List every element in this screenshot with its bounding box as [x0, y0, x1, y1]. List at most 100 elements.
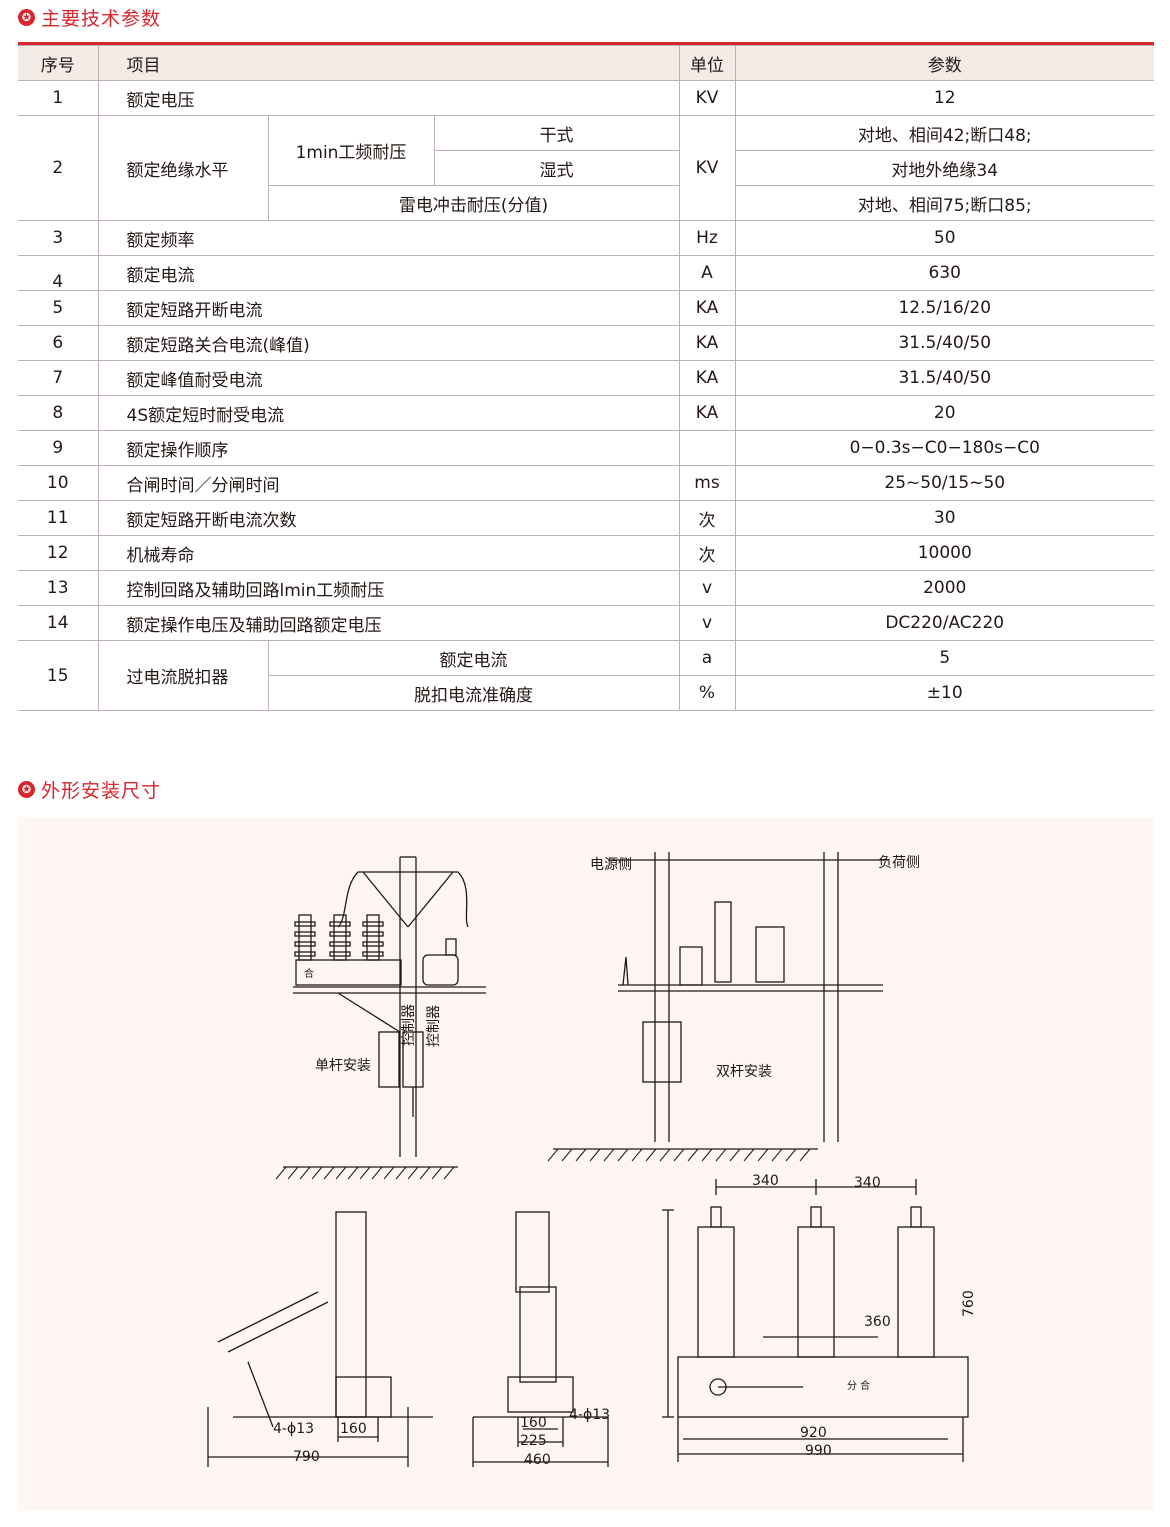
installation-drawing: 单杆安装 控制器 控制器 合 双杆安装 电源侧 负荷侧 790 160 4-ϕ1… — [18, 817, 1154, 1511]
single-pole-label: 单杆安装 — [315, 1058, 371, 1074]
row-item: 额定短路开断电流 — [97, 290, 680, 326]
row-unit: KV — [678, 115, 736, 221]
row-value: 31.5/40/50 — [734, 325, 1154, 361]
dim-225: 225 — [520, 1433, 547, 1449]
row-no: 11 — [18, 500, 99, 536]
row-item: 额定电流 — [97, 255, 680, 291]
table-row: 8 4S额定短时耐受电流 KA 20 — [18, 395, 1154, 431]
dim-160-b: 160 — [520, 1415, 547, 1431]
switch-mark: 分 合 — [847, 1379, 870, 1392]
side-view-a — [207, 1211, 433, 1467]
row-unit: 次 — [678, 500, 736, 536]
row-value: 50 — [734, 220, 1154, 256]
row-value: 0−0.3s−C0−180s−C0 — [734, 430, 1154, 466]
params-section-title: 主要技术参数 — [41, 8, 162, 30]
load-side-label: 负荷侧 — [878, 855, 920, 871]
section-divider — [18, 42, 1154, 45]
row-no: 8 — [18, 395, 99, 431]
header-value: 参数 — [734, 45, 1154, 81]
row-unit: ms — [678, 465, 736, 501]
row-unit — [678, 430, 736, 466]
table-row: 7 额定峰值耐受电流 KA 31.5/40/50 — [18, 360, 1154, 396]
row-no: 13 — [18, 570, 99, 606]
table-row: 12 机械寿命 次 10000 — [18, 535, 1154, 571]
dim-760: 760 — [961, 1290, 977, 1317]
row-item: 过电流脱扣器 — [97, 640, 269, 711]
row-item: 额定短路开断电流次数 — [97, 500, 680, 536]
row-no: 4 — [18, 255, 99, 291]
row-unit: KV — [678, 80, 736, 116]
star-icon: ✪ — [18, 781, 35, 798]
row-value: 对地、相间42;断口48; — [734, 115, 1154, 151]
row-no: 10 — [18, 465, 99, 501]
table-row: 3 额定频率 Hz 50 — [18, 220, 1154, 256]
row-value: 630 — [734, 255, 1154, 291]
row-item: 4S额定短时耐受电流 — [97, 395, 680, 431]
star-icon: ✪ — [18, 9, 35, 26]
table-row: 10 合闸时间／分闸时间 ms 25~50/15~50 — [18, 465, 1154, 501]
row-no: 1 — [18, 80, 99, 116]
dim-920: 920 — [800, 1425, 827, 1441]
row-item: 额定电压 — [97, 80, 680, 116]
row-unit: % — [678, 675, 736, 711]
row-unit: v — [678, 570, 736, 606]
row-no: 12 — [18, 535, 99, 571]
row-value: 12.5/16/20 — [734, 290, 1154, 326]
row-value: 5 — [734, 640, 1154, 676]
row-no: 14 — [18, 605, 99, 641]
row-unit: Hz — [678, 220, 736, 256]
controller-label-1: 控制器 — [401, 1004, 417, 1046]
dim-340-a: 340 — [752, 1173, 779, 1189]
dim-hole-b: 4-ϕ13 — [569, 1407, 610, 1423]
dim-160-a: 160 — [340, 1421, 367, 1437]
insulator-icon — [294, 914, 457, 961]
drawing-svg: 单杆安装 控制器 控制器 合 双杆安装 电源侧 负荷侧 790 160 4-ϕ1… — [207, 852, 977, 1468]
dims-section-header: ✪ 外形安装尺寸 — [18, 776, 161, 803]
row-item: 额定峰值耐受电流 — [97, 360, 680, 396]
row-unit: A — [678, 255, 736, 291]
dim-360: 360 — [864, 1314, 891, 1330]
table-header-row: 序号 项目 单位 参数 — [18, 45, 1154, 81]
source-side-label: 电源侧 — [590, 857, 632, 873]
row-no: 2 — [18, 115, 99, 221]
row-value: 对地外绝缘34 — [734, 150, 1154, 186]
row-item: 机械寿命 — [97, 535, 680, 571]
row-unit: KA — [678, 290, 736, 326]
table-row: 5 额定短路开断电流 KA 12.5/16/20 — [18, 290, 1154, 326]
header-no: 序号 — [18, 45, 99, 81]
dims-section-title: 外形安装尺寸 — [41, 780, 162, 802]
table-row: 脱扣电流准确度 % ±10 — [18, 675, 1154, 711]
close-mark: 合 — [304, 967, 314, 980]
row-value: 2000 — [734, 570, 1154, 606]
row-no: 6 — [18, 325, 99, 361]
dim-hole-a: 4-ϕ13 — [273, 1421, 314, 1437]
table-row: 2 额定绝缘水平 1min工频耐压 干式 KV 对地、相间42;断口48; — [18, 115, 1154, 221]
row-subitem: 脱扣电流准确度 — [268, 675, 680, 711]
table-row: 湿式 对地外绝缘34 — [18, 150, 1154, 186]
row-no: 15 — [18, 640, 99, 711]
table-row: 14 额定操作电压及辅助回路额定电压 v DC220/AC220 — [18, 605, 1154, 641]
double-pole-label: 双杆安装 — [716, 1064, 772, 1080]
row-item: 额定操作顺序 — [97, 430, 680, 466]
side-view-b — [472, 1211, 609, 1467]
row-value: 对地、相间75;断口85; — [734, 185, 1154, 221]
row-item: 控制回路及辅助回路lmin工频耐压 — [97, 570, 680, 606]
dim-790: 790 — [293, 1449, 320, 1465]
row-item: 额定短路关合电流(峰值) — [97, 325, 680, 361]
dim-990: 990 — [805, 1443, 832, 1459]
params-section-header: ✪ 主要技术参数 — [18, 4, 161, 31]
double-pole-figure — [547, 852, 888, 1162]
row-unit: a — [678, 640, 736, 676]
row-subitem: 1min工频耐压 — [267, 115, 435, 186]
spec-table: 序号 项目 单位 参数 1 额定电压 KV 12 2 额定绝缘水平 1min工频… — [18, 45, 1154, 711]
row-unit: 次 — [678, 535, 736, 571]
row-unit: KA — [678, 325, 736, 361]
row-unit: v — [678, 605, 736, 641]
table-row: 6 额定短路关合电流(峰值) KA 31.5/40/50 — [18, 325, 1154, 361]
controller-box — [378, 1031, 400, 1088]
row-value: 20 — [734, 395, 1154, 431]
header-item: 项目 — [97, 45, 680, 81]
table-row: 13 控制回路及辅助回路lmin工频耐压 v 2000 — [18, 570, 1154, 606]
controller-label-2: 控制器 — [426, 1005, 442, 1047]
table-row: 15 过电流脱扣器 额定电流 a 5 — [18, 640, 1154, 711]
